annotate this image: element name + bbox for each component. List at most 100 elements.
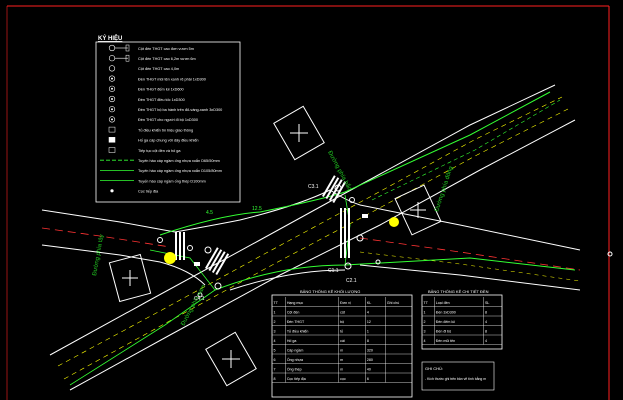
table-cell: 2 bbox=[274, 320, 276, 324]
table-cell: Hố ga bbox=[287, 339, 297, 343]
arrow-box-sw bbox=[205, 331, 257, 387]
arrow-box-e bbox=[394, 184, 442, 236]
table-cell: Đèn đếm lùi bbox=[436, 320, 455, 324]
legend-label: Đèn THGT đếm lùi 1xD600 bbox=[138, 88, 184, 92]
legend-row: Cột đèn THGT cao 4,0m bbox=[108, 65, 179, 72]
legend-row: Đèn THGT mũi tên xanh rẽ phải 1xD300 bbox=[108, 75, 206, 82]
arrow-lamp-icon bbox=[108, 75, 116, 82]
table-cell: 8 bbox=[485, 311, 487, 315]
legend-row: Đèn THGT bộ ba hành trên đỏ-vàng-xanh 3x… bbox=[108, 106, 222, 113]
table-cell: 4 bbox=[485, 320, 487, 324]
legend-label: Đèn THGT điều tốc 1xD300 bbox=[138, 98, 185, 102]
curve-sw bbox=[159, 261, 206, 286]
arrow-box-w bbox=[108, 253, 152, 303]
table-cell: 4 bbox=[485, 339, 487, 343]
cable-route-1 bbox=[159, 91, 551, 236]
controller-cabinet-icon bbox=[108, 126, 116, 133]
table-cell: 2 bbox=[424, 320, 426, 324]
table-cell: cái bbox=[340, 339, 345, 343]
table-cell: Cáp ngầm bbox=[287, 349, 304, 353]
legend-label: Cột đèn THGT cao đơn vươn 5m bbox=[138, 47, 194, 51]
junction-label-b: C1.1 bbox=[328, 268, 339, 274]
table-cell: 12 bbox=[367, 320, 371, 324]
legend-row: Cọc tiếp địa bbox=[110, 189, 159, 194]
cable-route-5 bbox=[371, 99, 561, 201]
legend-row: Đèn THGT điều tốc 1xD300 bbox=[108, 95, 185, 103]
table-cell: 4 bbox=[274, 339, 276, 343]
legend-label: Tủ điều khiển tín hiệu giao thông bbox=[138, 128, 193, 132]
table-header-cell: KL bbox=[367, 301, 371, 305]
crosswalk-west bbox=[175, 232, 185, 260]
pole-short-icon bbox=[108, 65, 116, 72]
table-cell: 8 bbox=[367, 339, 369, 343]
table-cell: tủ bbox=[340, 330, 343, 334]
table-cell: Ống nhựa bbox=[287, 357, 303, 362]
legend-label: Tiếp tục cột đèn và hố ga bbox=[138, 149, 181, 153]
pedestrian-lamp-icon bbox=[108, 116, 116, 123]
legend-row: Tuyến hào cáp ngầm ống thép D100mm bbox=[100, 179, 206, 183]
legend-panel: KÝ HIỆU Cột đèn THGT cao đơn vươn 5mCột … bbox=[95, 34, 241, 203]
signal-cluster-west bbox=[157, 237, 222, 298]
manhole-icon bbox=[108, 137, 116, 143]
legend-row: Tuyến hào cáp ngầm ống nhựa xoắn D65/50m… bbox=[100, 158, 220, 163]
junction-label-d: C4.1 bbox=[194, 296, 205, 302]
table-cell: 320 bbox=[367, 349, 373, 353]
junction-label-a: C3.1 bbox=[308, 184, 319, 190]
legend-row: Cột đèn THGT cao đơn vươn 5m bbox=[108, 44, 194, 52]
legend-row: Hố ga cáp chung với dây điều khiển bbox=[108, 137, 199, 143]
table-cell: 8 bbox=[274, 377, 276, 381]
table-row: 2 Đèn đếm lùi 4 bbox=[422, 320, 502, 326]
pole-double-icon bbox=[108, 54, 130, 62]
table-cell: Cột đèn bbox=[287, 311, 300, 315]
road-lane-2 bbox=[63, 108, 569, 380]
legend-label: Cọc tiếp địa bbox=[138, 190, 159, 194]
legend-label: Cột đèn THGT cao 4,0m bbox=[138, 67, 179, 71]
crosswalk-north bbox=[322, 175, 347, 203]
road-edge-lower bbox=[69, 119, 576, 391]
crossroad-edge-upper bbox=[41, 209, 176, 233]
legend-row: Đèn THGT cho người đi bộ 1xD300 bbox=[108, 116, 198, 123]
legend-label: Đèn THGT bộ ba hành trên đỏ-vàng-xanh 3x… bbox=[138, 108, 222, 112]
legend-frame bbox=[95, 41, 241, 203]
legend-label: Hố ga cáp chung với dây điều khiển bbox=[138, 139, 199, 143]
legend-label: Đèn THGT cho người đi bộ 1xD300 bbox=[138, 118, 198, 122]
legend-label: Đèn THGT mũi tên xanh rẽ phải 1xD300 bbox=[138, 77, 206, 81]
legend-row: Cột đèn THGT cao 6,2m vươn 6m bbox=[108, 54, 196, 62]
legend-label: Cột đèn THGT cao 6,2m vươn 6m bbox=[138, 57, 196, 61]
notes-heading: GHI CHÚ: bbox=[425, 366, 443, 371]
legend-row: Đèn THGT đếm lùi 1xD600 bbox=[108, 85, 184, 92]
dimension-label-2: 4.5 bbox=[206, 210, 213, 216]
table-cell: Đèn 3xD300 bbox=[436, 311, 456, 315]
quantity-table-frame bbox=[271, 294, 413, 398]
table-row: 4 Hố ga cái 8 bbox=[272, 339, 412, 345]
ground-rod-icon bbox=[110, 189, 114, 193]
table-cell: Đèn đi bộ bbox=[436, 330, 451, 334]
legend-row: Tiếp tục cột đèn và hố ga bbox=[108, 147, 181, 153]
table-cell: 3 bbox=[424, 330, 426, 334]
crossroad-center-west bbox=[41, 227, 171, 248]
table-header-cell: Ghi chú bbox=[387, 301, 399, 305]
table-cell: cột bbox=[340, 311, 345, 315]
legend-label: Tuyến hào cáp ngầm ống thép D100mm bbox=[138, 179, 206, 183]
arrow-box-ne bbox=[273, 105, 325, 161]
table-cell: Đèn THGT bbox=[287, 320, 305, 324]
legend-row: Tủ điều khiển tín hiệu giao thông bbox=[108, 126, 193, 133]
signal-cluster-east bbox=[334, 184, 399, 270]
legend-row: Tuyến hào cáp ngầm ống nhựa xoắn D105/80… bbox=[100, 168, 222, 173]
table-cell: m bbox=[340, 349, 343, 353]
notes-block: GHI CHÚ: - Kích thước ghi trên bản vẽ tí… bbox=[421, 361, 495, 391]
curve-ne bbox=[329, 189, 361, 206]
table-cell: 1 bbox=[367, 330, 369, 334]
table-cell: Đèn mũi tên bbox=[436, 339, 455, 343]
crosswalk-east bbox=[340, 208, 350, 258]
table-cell: 7 bbox=[274, 368, 276, 372]
table-cell: Tủ điều khiển bbox=[287, 330, 309, 334]
